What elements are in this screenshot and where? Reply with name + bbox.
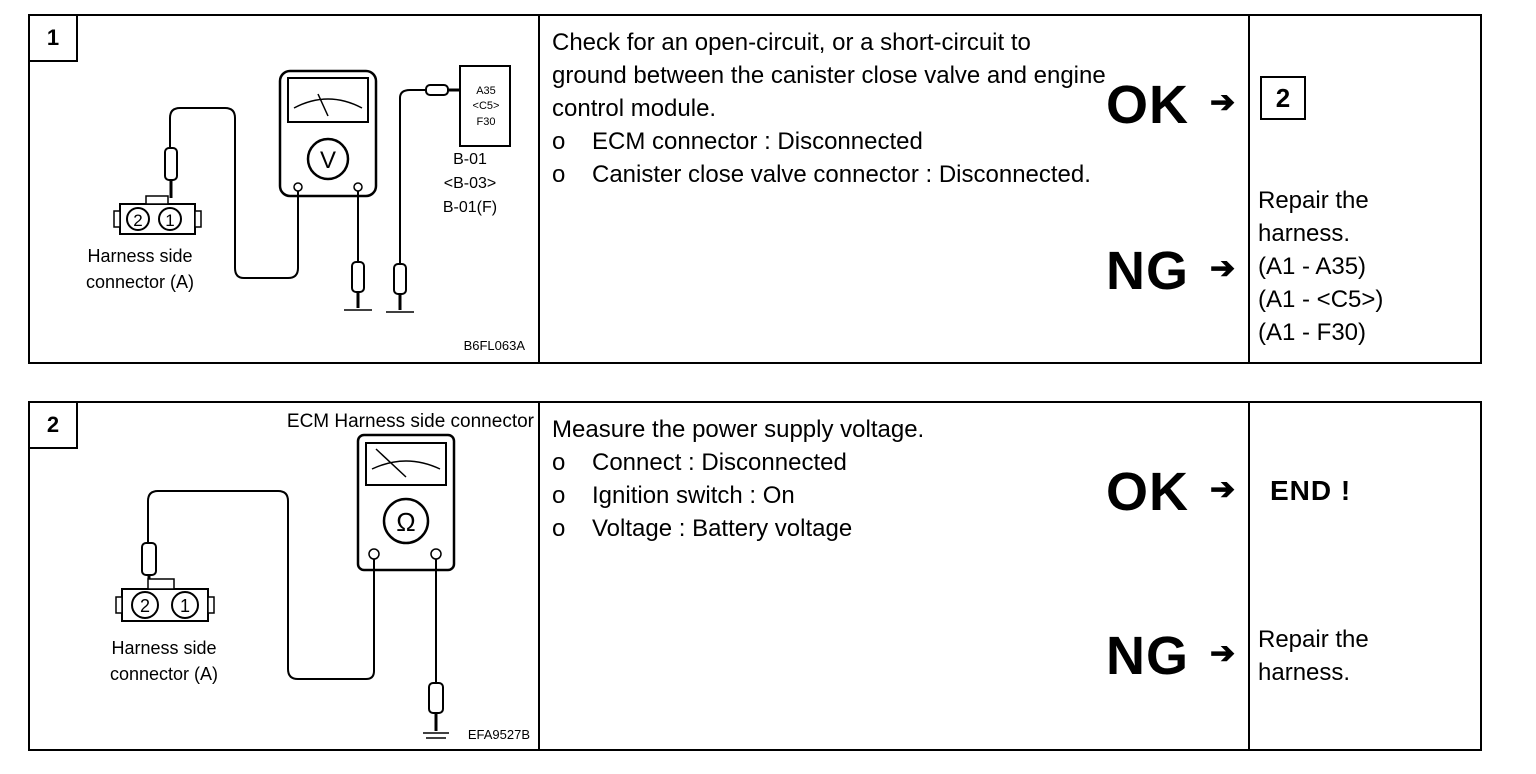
ng-label: NG [1106, 241, 1189, 301]
ecm-pin-label-1: A35 [476, 85, 496, 97]
pin-1-label: 1 [180, 596, 190, 616]
connector-id-1: B-01 [453, 151, 487, 168]
step-1-figure-cell: 1 V 2 1 Harness s [30, 16, 540, 362]
ng-arrow-icon: ➔ [1210, 252, 1236, 285]
step-2-panel: 2 ECM Harness side connector Ω [28, 401, 1482, 751]
end-label: END ! [1270, 475, 1352, 506]
bullet-text: ECM connector : Disconnected [592, 128, 923, 155]
pin-2-label: 2 [140, 596, 150, 616]
step-number: 1 [30, 16, 78, 62]
instruction-bullet: o Voltage : Battery voltage [552, 512, 1112, 545]
instruction-block: Measure the power supply voltage. o Conn… [552, 413, 1112, 545]
bullet-mark: o [552, 482, 566, 509]
bullet-mark: o [552, 449, 566, 476]
ecm-pin-label-3: F30 [477, 116, 496, 128]
connector-id-2: <B-03> [444, 175, 496, 192]
bullet-text: Canister close valve connector : Disconn… [592, 161, 1091, 188]
meter-symbol: Ω [396, 507, 415, 537]
ok-label: OK [1106, 462, 1189, 522]
step-2-instruction-cell: Measure the power supply voltage. o Conn… [540, 403, 1250, 749]
ok-arrow-icon: ➔ [1210, 473, 1236, 506]
next-step-box[interactable]: 2 [1260, 76, 1306, 120]
instruction-bullet: o ECM connector : Disconnected [552, 125, 1112, 158]
step-2-figure-cell: 2 ECM Harness side connector Ω [30, 403, 540, 749]
figure-code: EFA9527B [468, 727, 530, 742]
instruction-bullet: o Canister close valve connector : Disco… [552, 158, 1112, 191]
harness-label-line-1: Harness side [111, 638, 216, 658]
bullet-text: Ignition switch : On [592, 482, 795, 509]
bullet-mark: o [552, 515, 566, 542]
harness-label-line-2: connector (A) [86, 272, 194, 292]
ground-probe [351, 261, 365, 293]
ng-arrow-icon: ➔ [1210, 637, 1236, 670]
multimeter-ohm-diagram: ECM Harness side connector Ω 2 1 [110, 411, 535, 742]
instruction-heading: Measure the power supply voltage. [552, 416, 925, 443]
ng-result-text: Repair the harness. [1258, 626, 1369, 686]
ground-probe [428, 682, 444, 714]
ok-label: OK [1106, 75, 1189, 135]
instruction-block: Check for an open-circuit, or a short-ci… [552, 26, 1112, 191]
meter-dial [382, 497, 430, 545]
ng-result-text: Repair the harness. (A1 - A35) (A1 - <C5… [1258, 187, 1384, 346]
instruction-bullet: o Ignition switch : On [552, 479, 1112, 512]
figure-code: B6FL063A [464, 338, 526, 353]
harness-label-line-1: Harness side [87, 246, 192, 266]
pin-2-label: 2 [133, 211, 142, 230]
connector-id-3: B-01(F) [443, 199, 497, 216]
bullet-mark: o [552, 128, 566, 155]
ok-arrow-icon: ➔ [1210, 86, 1236, 119]
ecm-pin-label-2: <C5> [473, 100, 500, 112]
meter-display [365, 442, 447, 486]
bullet-mark: o [552, 161, 566, 188]
instruction-heading: Check for an open-circuit, or a short-ci… [552, 29, 1106, 122]
meter-dial [306, 137, 350, 181]
bullet-text: Voltage : Battery voltage [592, 515, 853, 542]
pin-1-label: 1 [165, 211, 174, 230]
multimeter-voltage-diagram: V 2 1 Harness side connector (A) [86, 65, 526, 353]
step-number: 2 [30, 403, 78, 449]
step-1-result-cell: 2 Repair the harness. (A1 - A35) (A1 - <… [1250, 16, 1480, 362]
harness-label-line-2: connector (A) [110, 664, 218, 684]
step-1-panel: 1 V 2 1 Harness s [28, 14, 1482, 364]
step-1-instruction-cell: Check for an open-circuit, or a short-ci… [540, 16, 1250, 362]
instruction-bullet: o Connect : Disconnected [552, 446, 1112, 479]
meter-symbol: V [320, 147, 336, 174]
figure-title: ECM Harness side connector [287, 411, 535, 432]
ecm-connector [459, 65, 511, 147]
bullet-text: Connect : Disconnected [592, 449, 847, 476]
step-2-result-cell: END ! Repair the harness. [1250, 403, 1480, 749]
ng-label: NG [1106, 626, 1189, 686]
